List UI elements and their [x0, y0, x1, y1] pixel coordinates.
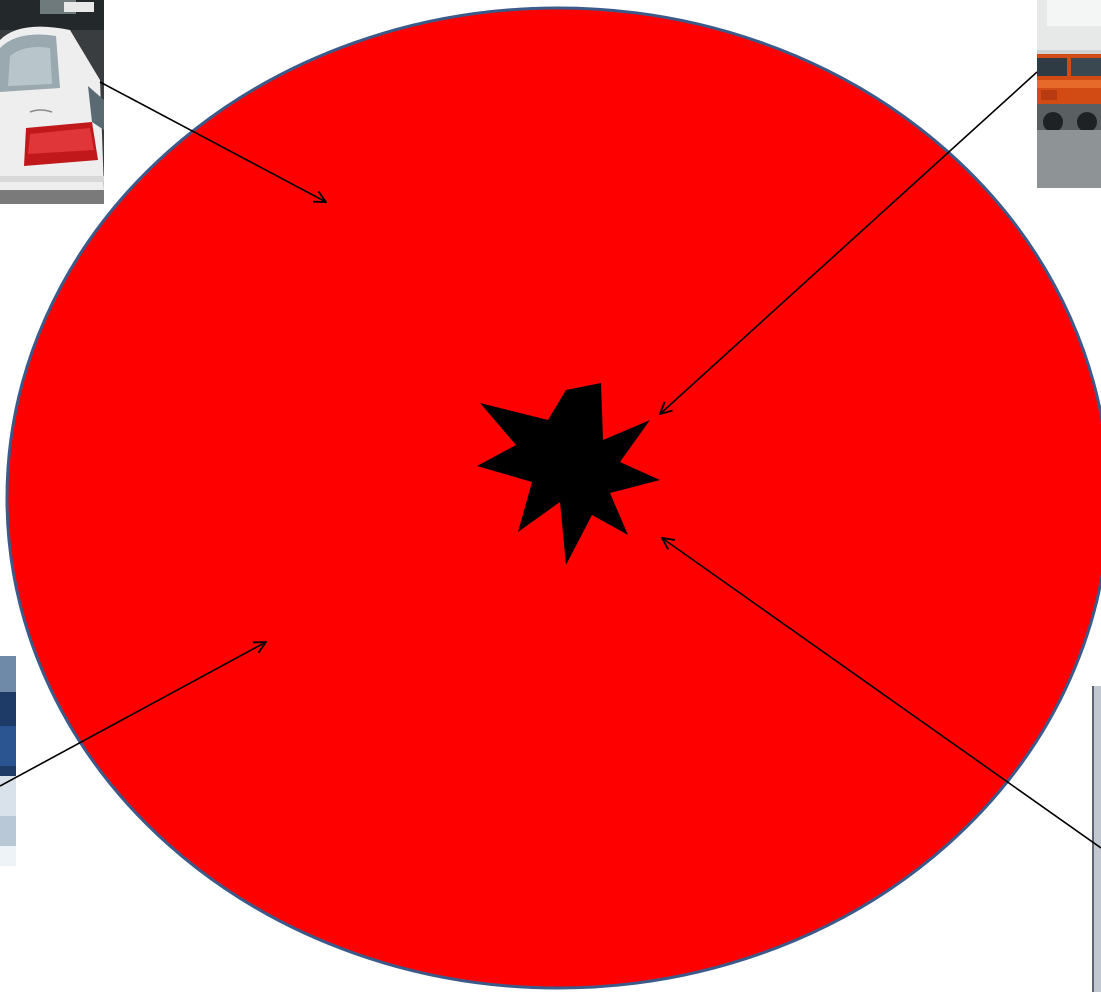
impact-diagram [0, 0, 1101, 992]
diagram-canvas [0, 0, 1101, 992]
